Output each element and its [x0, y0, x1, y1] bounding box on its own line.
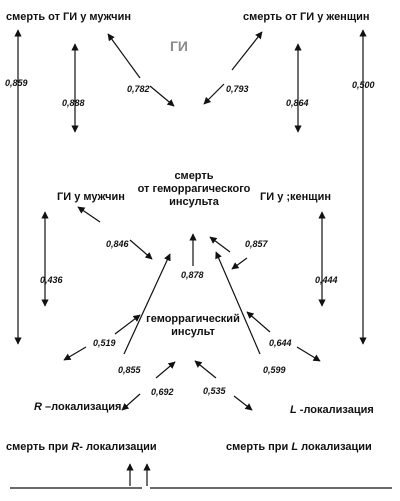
l-letter: L — [290, 404, 297, 416]
arrow-women-to-gi-up — [231, 31, 263, 71]
node-death-r-localization: смерть при R- локализации — [6, 441, 157, 454]
r-localization-text: –локализация — [41, 401, 122, 413]
node-gi: ГИ — [170, 38, 188, 54]
node-death-hemorrhagic-stroke-line1: смерть — [174, 170, 214, 182]
arrow-stroke-right-down — [296, 346, 321, 362]
coef-gi-women-to-death: 0,857 — [245, 239, 268, 249]
arrow-women-to-gi-down — [203, 83, 225, 105]
arrow-gi-men-to-death-down — [129, 239, 153, 260]
arrow-stroke-left-down — [63, 346, 87, 361]
node-death-l-localization: смерть при L локализации — [226, 441, 372, 454]
coef-men-inner: 0,888 — [62, 98, 85, 108]
coef-right-long: 0,599 — [263, 365, 286, 375]
coef-left-long: 0,855 — [118, 365, 141, 375]
arrow-stroke-left-up — [114, 314, 141, 335]
node-gi-men: ГИ у мужчин — [57, 191, 125, 203]
coef-women-inner: 0,864 — [286, 98, 309, 108]
node-death-hemorrhagic-stroke-line2: от геморрагического — [137, 183, 251, 195]
node-death-hemorrhagic-stroke: смерть от геморрагического инсульта — [138, 170, 251, 209]
coef-stroke-left: 0,519 — [93, 338, 116, 348]
arrow-r-to-stroke-up — [155, 361, 176, 379]
arrow-l-to-stroke-up — [194, 360, 217, 379]
coef-gi-women-vertical: 0,444 — [315, 275, 338, 285]
node-r-localization: R –локализация — [34, 401, 121, 414]
node-hemorrhagic-stroke-line2: инсульт — [171, 326, 215, 338]
death-l-prefix: смерть при — [226, 441, 292, 453]
coef-men-outer: 0,859 — [5, 78, 28, 88]
arrow-stroke-right-up — [246, 311, 271, 333]
arrow-r-to-stroke-down — [121, 393, 141, 411]
arrow-gi-men-to-death-up — [77, 206, 101, 223]
coef-stroke-to-death: 0,878 — [181, 270, 204, 280]
coef-women-outer: 0,500 — [352, 80, 375, 90]
death-l-rest: локализации — [298, 441, 372, 453]
arrow-gi-women-to-death-down — [231, 257, 248, 270]
node-death-gi-women: смерть от ГИ у женщин — [243, 11, 370, 23]
arrow-l-to-stroke-down — [233, 395, 253, 411]
death-r-prefix: смерть при — [6, 441, 72, 453]
node-hemorrhagic-stroke: геморрагический инсульт — [146, 313, 240, 339]
node-l-localization: L -локализация — [290, 404, 374, 417]
coef-l-to-stroke: 0,535 — [203, 386, 226, 396]
arrow-men-to-gi-down — [149, 85, 175, 107]
arrow-right-long — [215, 251, 261, 355]
arrow-left-long — [123, 253, 171, 355]
node-gi-women: ГИ у ;кенщин — [260, 191, 331, 203]
node-hemorrhagic-stroke-line1: геморрагический — [146, 313, 240, 325]
coef-men-to-gi: 0,782 — [127, 84, 150, 94]
death-r-rest: - локализации — [79, 441, 157, 453]
death-l-letter: L — [291, 441, 299, 453]
coef-women-to-gi: 0,793 — [226, 84, 249, 94]
node-death-hemorrhagic-stroke-line3: инсульта — [169, 196, 219, 208]
node-death-gi-men: смерть от ГИ у мужчин — [6, 11, 131, 23]
coef-stroke-right: 0,644 — [269, 338, 292, 348]
arrow-men-to-gi-up — [107, 33, 141, 79]
coef-r-to-stroke: 0,692 — [151, 387, 174, 397]
r-letter: R — [34, 401, 42, 413]
arrow-gi-women-to-death-up — [209, 236, 231, 253]
coef-gi-men-to-death: 0,846 — [106, 239, 129, 249]
death-r-letter: R — [71, 441, 80, 453]
coef-gi-men-vertical: 0,436 — [40, 275, 63, 285]
l-localization-text: -локализация — [296, 404, 374, 416]
